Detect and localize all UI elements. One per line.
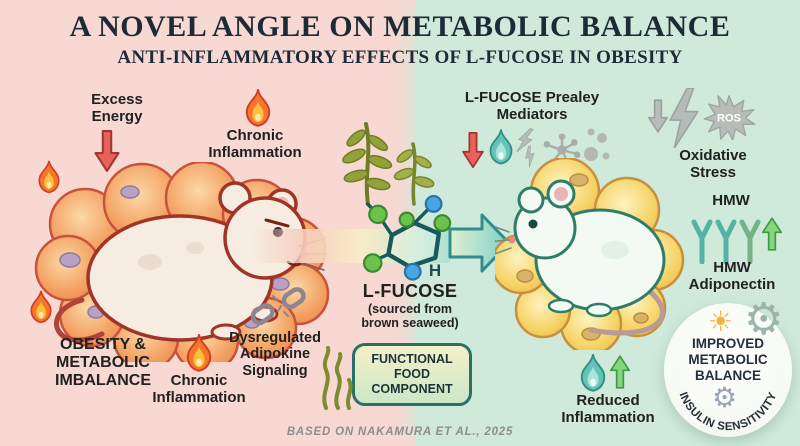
functional-food-badge: FUNCTIONAL FOOD COMPONENT xyxy=(352,343,472,406)
seaweed-icon xyxy=(342,122,435,206)
hmw-adiponectin-label: HMW Adiponectin xyxy=(688,259,776,293)
lfucose-mediators-label: L-FUCOSE Prealey Mediators xyxy=(464,89,600,123)
sun-icon: ☀ xyxy=(708,306,734,337)
flame-icon xyxy=(184,333,214,373)
antibody-icons xyxy=(691,219,761,264)
improved-balance-badge xyxy=(664,303,792,437)
page-subtitle: ANTI-INFLAMMATORY EFFECTS OF L-FUCOSE IN… xyxy=(117,47,683,68)
lightning-icon xyxy=(668,88,700,148)
lfucose-title: L-FUCOSE xyxy=(362,281,458,301)
chronic-inflammation-top-label: Chronic Inflammation xyxy=(208,127,302,161)
healthy-mouse-body xyxy=(495,179,666,336)
obese-mouse-illustration xyxy=(34,162,330,362)
gray-down-arrow-icon xyxy=(648,98,668,134)
svg-text:INSULIN SENSITIVITY: INSULIN SENSITIVITY xyxy=(677,390,780,433)
oxidative-stress-label: Oxidative Stress xyxy=(679,147,747,181)
insulin-sensitivity-label: INSULIN SENSITIVITY xyxy=(677,390,779,433)
gear-icon: ⚙ xyxy=(712,382,738,413)
broken-chain-icon xyxy=(250,287,306,326)
gear-icon: ⚙ xyxy=(744,295,784,344)
obesity-imbalance-label: OBESITY & METABOLIC IMBALANCE xyxy=(55,336,151,390)
particles-icon xyxy=(584,128,610,161)
ros-label: ROS xyxy=(717,113,741,125)
lfucose-molecule-icon xyxy=(362,195,452,281)
reduced-inflammation-label: Reduced Inflammation xyxy=(561,392,655,426)
molecule-h-label: H xyxy=(428,261,442,280)
flame-icon xyxy=(243,88,273,128)
dysregulated-adipokine-label: Dysregulated Adipokine Signaling xyxy=(229,330,321,379)
seaweed-small-icon xyxy=(322,346,353,410)
lfucose-source-label: (sourced from brown seaweed) xyxy=(361,302,459,331)
down-arrow-icon xyxy=(462,132,484,168)
green-up-arrow-icon xyxy=(762,216,782,252)
teal-flame-icon xyxy=(578,352,608,394)
insulin-sensitivity-arc: INSULIN SENSITIVITY xyxy=(677,390,780,433)
improved-metabolic-label: IMPROVED METABOLIC BALANCE xyxy=(688,336,768,383)
ros-burst-icon: ROS xyxy=(703,95,756,140)
hmw-label: HMW xyxy=(712,192,750,209)
flow-gradient-band xyxy=(253,229,451,263)
chronic-inflammation-bottom-label: Chronic Inflammation xyxy=(152,372,246,406)
credit-line: BASED ON NAKAMURA ET AL., 2025 xyxy=(286,426,514,438)
excess-energy-label: Excess Energy xyxy=(91,91,143,125)
green-up-arrow-icon xyxy=(610,354,630,390)
healthy-mouse-illustration xyxy=(495,158,685,350)
page-title: A NOVEL ANGLE ON METABOLIC BALANCE xyxy=(69,10,731,43)
